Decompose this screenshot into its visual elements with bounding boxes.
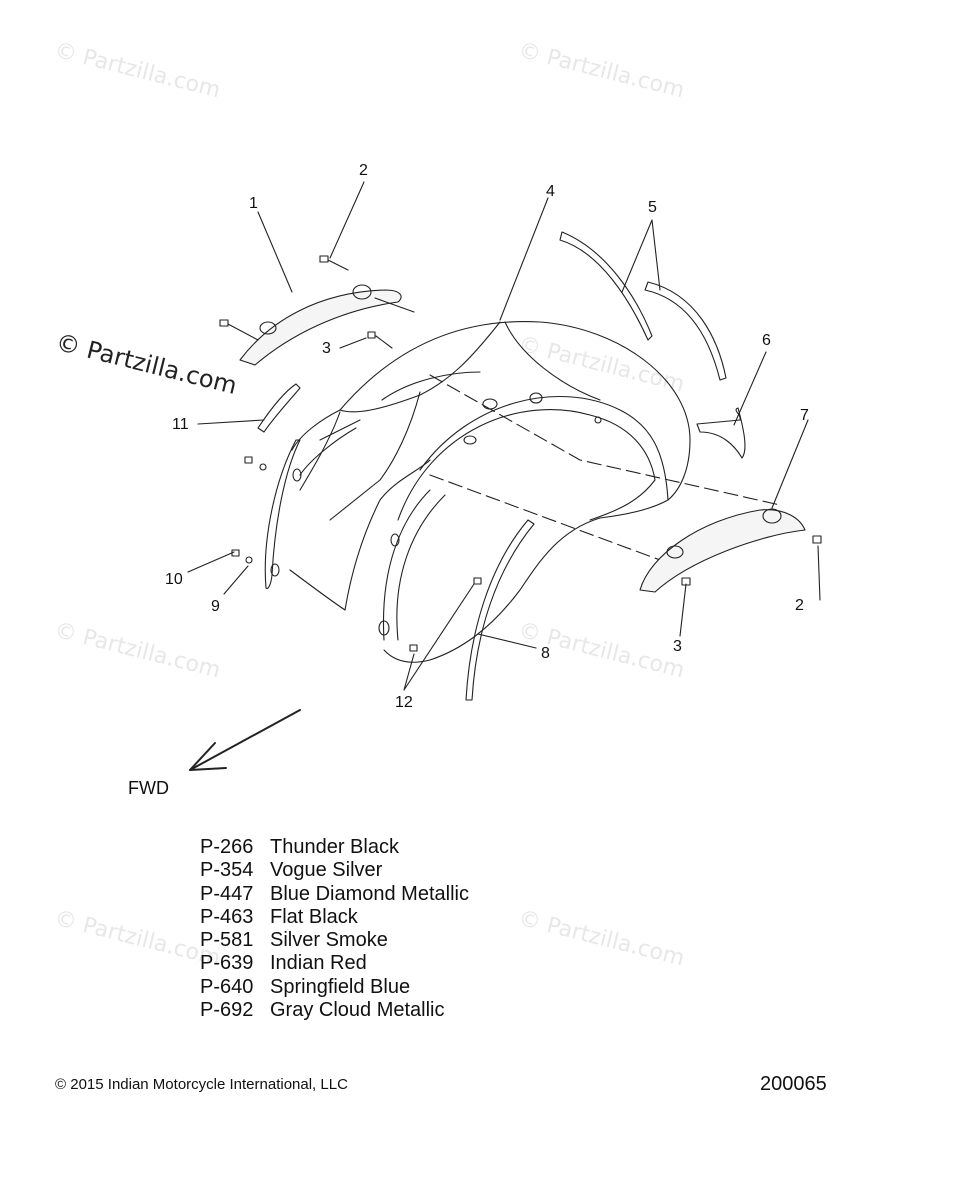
callout-3b: 3	[673, 638, 682, 655]
small-strip	[257, 383, 301, 433]
paint-name: Springfield Blue	[270, 975, 411, 998]
callout-10: 10	[165, 571, 183, 588]
callout-2: 2	[359, 162, 368, 179]
callout-8: 8	[541, 645, 550, 662]
paint-code: P-581	[200, 929, 254, 952]
callout-11: 11	[172, 416, 189, 433]
paint-code-list: P-266 Thunder Black P-354 Vogue Silver P-4…	[200, 836, 469, 1022]
paint-name: Silver Smoke	[270, 929, 388, 952]
paint-code-row: P-640 Springfield Blue	[200, 976, 469, 999]
copyright-icon: ©	[55, 1076, 67, 1093]
paint-code: P-463	[200, 905, 254, 928]
paint-code-row: P-639 Indian Red	[200, 952, 469, 975]
paint-code-row: P-581 Silver Smoke	[200, 929, 469, 952]
callout-12: 12	[395, 694, 413, 711]
paint-code-row: P-354 Vogue Silver	[200, 859, 469, 882]
copyright-text: 2015 Indian Motorcycle International, LL…	[70, 1076, 348, 1093]
callout-3: 3	[322, 340, 331, 357]
paint-code-row: P-692 Gray Cloud Metallic	[200, 999, 469, 1022]
forward-arrow	[189, 709, 301, 771]
callout-7: 7	[800, 407, 809, 424]
paint-code: P-354	[200, 859, 254, 882]
paint-name: Blue Diamond Metallic	[270, 882, 469, 905]
paint-code-row: P-447 Blue Diamond Metallic	[200, 883, 469, 906]
callout-9: 9	[211, 598, 220, 615]
paint-code: P-692	[200, 999, 254, 1022]
diagram-id: 200065	[760, 1073, 827, 1095]
paint-name: Flat Black	[270, 905, 358, 928]
paint-name: Thunder Black	[270, 836, 399, 858]
fender	[264, 321, 781, 663]
paint-name: Indian Red	[270, 952, 367, 975]
copyright-line: © 2015 Indian Motorcycle International, …	[55, 1076, 348, 1093]
right-trim-part	[639, 508, 806, 593]
paint-name: Vogue Silver	[270, 859, 383, 882]
callout-2b: 2	[795, 597, 804, 614]
callout-4: 4	[546, 183, 555, 200]
fwd-label: FWD	[128, 778, 169, 798]
callout-6: 6	[762, 332, 771, 349]
paint-name: Gray Cloud Metallic	[270, 999, 445, 1022]
paint-code-row: P-266 Thunder Black	[200, 836, 469, 859]
leader-lines	[187, 181, 821, 691]
tape-strips	[559, 231, 727, 381]
paint-code: P-266	[200, 836, 254, 858]
paint-code: P-447	[200, 882, 254, 905]
callout-5: 5	[648, 199, 657, 216]
paint-code-row: P-463 Flat Black	[200, 906, 469, 929]
callout-1: 1	[249, 195, 258, 212]
fasteners	[219, 255, 822, 652]
paint-code: P-640	[200, 975, 254, 998]
left-trim-part	[239, 284, 415, 366]
paint-code: P-639	[200, 952, 254, 975]
curved-strip	[465, 519, 535, 701]
